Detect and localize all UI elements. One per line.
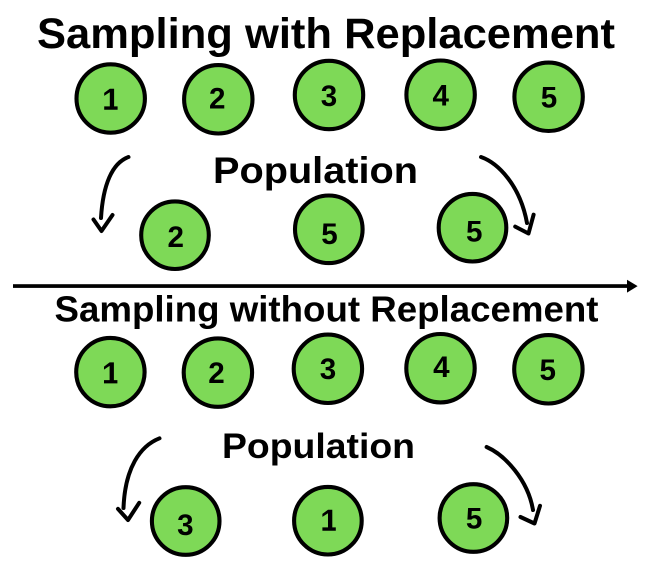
svg-text:5: 5	[466, 503, 482, 536]
svg-text:3: 3	[321, 80, 337, 113]
svg-text:5: 5	[321, 218, 337, 251]
svg-text:Sampling without Replacement: Sampling without Replacement	[55, 288, 599, 329]
svg-text:Population: Population	[222, 427, 415, 466]
svg-text:Population: Population	[213, 149, 418, 191]
svg-text:Sampling with Replacement: Sampling with Replacement	[37, 10, 615, 58]
svg-text:2: 2	[167, 221, 183, 254]
svg-text:5: 5	[539, 354, 555, 387]
svg-text:2: 2	[208, 357, 224, 390]
svg-text:4: 4	[432, 79, 449, 112]
svg-text:2: 2	[209, 83, 225, 116]
svg-text:3: 3	[320, 353, 336, 386]
svg-text:4: 4	[433, 351, 450, 384]
svg-text:5: 5	[466, 215, 482, 248]
svg-text:5: 5	[541, 82, 557, 115]
svg-text:3: 3	[177, 509, 193, 542]
